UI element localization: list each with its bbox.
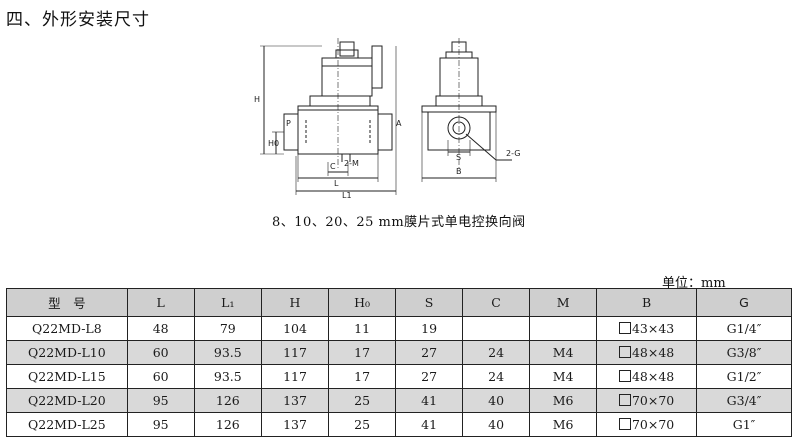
header-model: 型 号 — [6, 288, 128, 317]
label-s: S — [456, 153, 461, 162]
label-h0: H0 — [268, 139, 279, 148]
cell-s: 41 — [395, 388, 464, 413]
cell-b-value: 70×70 — [631, 393, 675, 408]
valve-dimension-drawing: H H0 P A 2-M C L L1 S B 2-G — [254, 38, 520, 200]
cell-b: 48×48 — [596, 340, 698, 365]
cell-b-value: 48×48 — [631, 345, 675, 360]
cell-c: 40 — [462, 388, 531, 413]
cell-h0: 17 — [328, 364, 397, 389]
section-title: 四、外形安装尺寸 — [6, 10, 150, 30]
cell-c: 40 — [462, 412, 531, 437]
cell-m: M4 — [529, 340, 598, 365]
cell-c — [462, 316, 531, 341]
cell-g: G3/4″ — [696, 388, 792, 413]
label-p: P — [286, 119, 291, 128]
cell-h0: 25 — [328, 412, 397, 437]
table-row: Q22MD-L15 60 93.5 117 17 27 24 M4 48×48 … — [6, 364, 792, 389]
unit-label: 单位：mm — [662, 276, 726, 291]
drawing-caption: 8、10、20、25 mm膜片式单电控换向阀 — [272, 215, 526, 230]
cell-b: 70×70 — [596, 412, 698, 437]
cell-g: G1/2″ — [696, 364, 792, 389]
label-a: A — [396, 119, 402, 128]
header-c: C — [462, 288, 531, 317]
square-icon — [618, 370, 631, 382]
cell-b-value: 48×48 — [631, 369, 675, 384]
cell-h: 117 — [260, 364, 330, 389]
label-l: L — [334, 179, 339, 188]
header-m: M — [529, 288, 598, 317]
square-icon — [618, 322, 631, 334]
cell-s: 19 — [395, 316, 464, 341]
header-g: G — [696, 288, 792, 317]
cell-l: 60 — [126, 340, 195, 365]
table-row: Q22MD-L8 48 79 104 11 19 43×43 G1/4″ — [6, 316, 792, 341]
header-b: B — [596, 288, 698, 317]
cell-g: G3/8″ — [696, 340, 792, 365]
label-c: C — [330, 162, 336, 171]
cell-l1: 93.5 — [193, 364, 262, 389]
label-g: 2-G — [506, 149, 520, 158]
cell-h0: 17 — [328, 340, 397, 365]
cell-h0: 11 — [328, 316, 397, 341]
cell-model: Q22MD-L15 — [6, 364, 128, 389]
table-row: Q22MD-L25 95 126 137 25 41 40 M6 70×70 G… — [6, 412, 792, 437]
header-s: S — [395, 288, 464, 317]
header-h: H — [260, 288, 330, 317]
label-l1: L1 — [342, 191, 352, 200]
cell-g: G1/4″ — [696, 316, 792, 341]
front-view-coil — [321, 57, 373, 97]
cell-model: Q22MD-L25 — [6, 412, 128, 437]
cell-m: M6 — [529, 388, 598, 413]
cell-m: M6 — [529, 412, 598, 437]
cell-m: M4 — [529, 364, 598, 389]
cell-l1: 126 — [193, 388, 262, 413]
cell-h: 137 — [260, 412, 330, 437]
square-icon — [618, 346, 631, 358]
cell-s: 41 — [395, 412, 464, 437]
cell-model: Q22MD-L10 — [6, 340, 128, 365]
cell-l: 95 — [126, 412, 195, 437]
cell-b: 43×43 — [596, 316, 698, 341]
cell-c: 24 — [462, 340, 531, 365]
dimension-table: 型 号 L L₁ H H₀ S C M B G Q22MD-L8 48 79 1… — [6, 288, 792, 437]
front-view-terminal — [339, 41, 355, 57]
label-m: 2-M — [344, 159, 359, 168]
cell-model: Q22MD-L20 — [6, 388, 128, 413]
cell-h0: 25 — [328, 388, 397, 413]
square-icon — [618, 394, 631, 406]
table-row: Q22MD-L10 60 93.5 117 17 27 24 M4 48×48 … — [6, 340, 792, 365]
cell-l: 48 — [126, 316, 195, 341]
label-h: H — [254, 95, 260, 104]
cell-h: 104 — [260, 316, 330, 341]
cell-s: 27 — [395, 340, 464, 365]
cell-h: 137 — [260, 388, 330, 413]
cell-l1: 79 — [193, 316, 262, 341]
header-h0: H₀ — [328, 288, 397, 317]
label-b: B — [456, 167, 462, 176]
cell-l: 60 — [126, 364, 195, 389]
cell-l: 95 — [126, 388, 195, 413]
cell-b: 70×70 — [596, 388, 698, 413]
cell-m — [529, 316, 598, 341]
cell-model: Q22MD-L8 — [6, 316, 128, 341]
table-row: Q22MD-L20 95 126 137 25 41 40 M6 70×70 G… — [6, 388, 792, 413]
cell-s: 27 — [395, 364, 464, 389]
cell-b-value: 70×70 — [631, 417, 675, 432]
header-l: L — [126, 288, 195, 317]
cell-c: 24 — [462, 364, 531, 389]
header-l1: L₁ — [193, 288, 262, 317]
square-icon — [618, 418, 631, 430]
table-header-row: 型 号 L L₁ H H₀ S C M B G — [6, 288, 792, 317]
cell-b: 48×48 — [596, 364, 698, 389]
cell-l1: 126 — [193, 412, 262, 437]
cell-l1: 93.5 — [193, 340, 262, 365]
cell-h: 117 — [260, 340, 330, 365]
cell-g: G1″ — [696, 412, 792, 437]
cell-b-value: 43×43 — [631, 321, 675, 336]
